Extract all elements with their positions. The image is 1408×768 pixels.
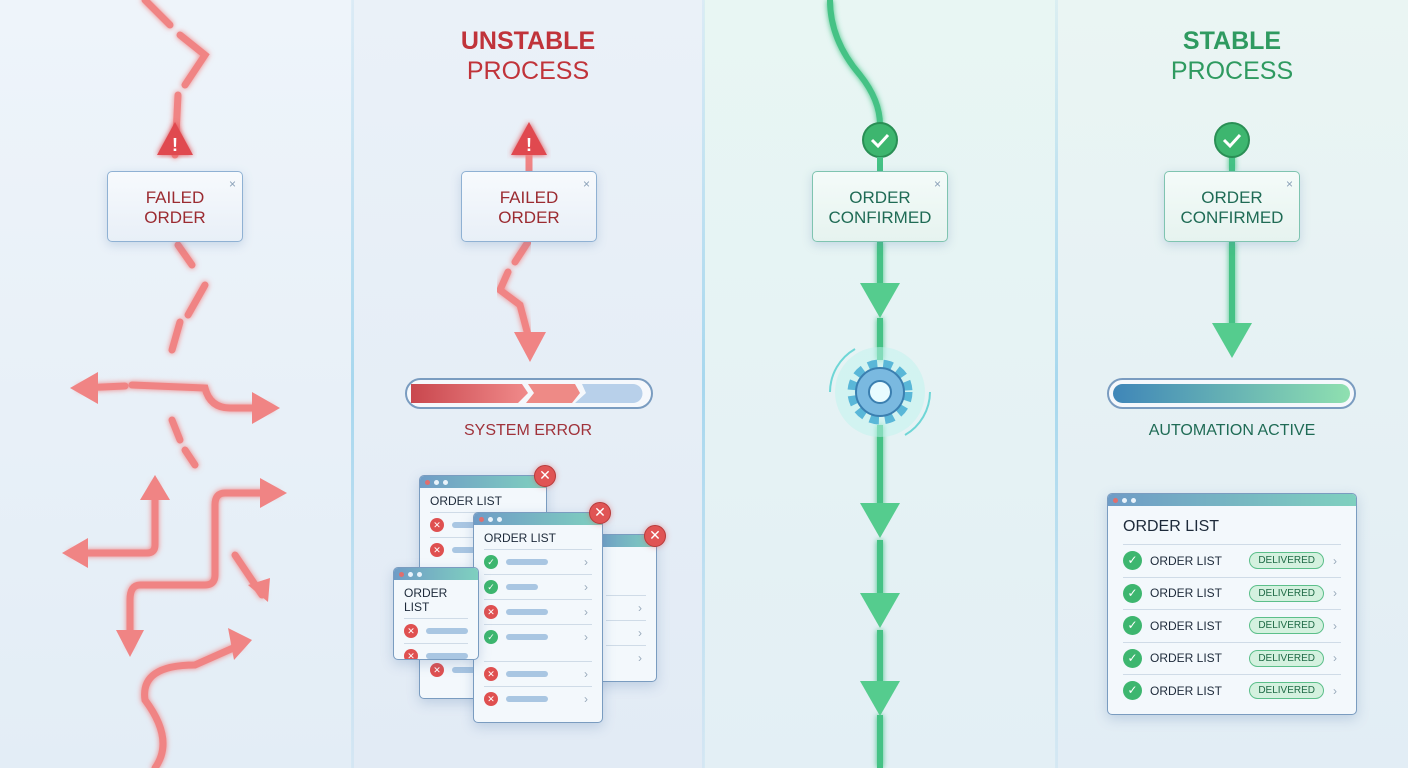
delivered-badge: DELIVERED (1249, 552, 1324, 570)
order-list-window: ORDER LIST ✓› ✓› ✕› ✓› ✕› ✕› (473, 512, 603, 723)
order-label: ORDER LIST (1150, 553, 1223, 568)
order-label: ORDER LIST (1150, 586, 1223, 601)
error-icon: ✕ (430, 543, 444, 557)
order-label: ORDER LIST (1150, 651, 1223, 666)
error-icon: ✕ (484, 692, 498, 706)
check-icon (862, 122, 898, 158)
order-row[interactable]: ✓ ORDER LIST DELIVERED › (1123, 609, 1341, 642)
close-icon[interactable]: × (582, 177, 590, 191)
check-icon: ✓ (484, 630, 498, 644)
divider (351, 0, 354, 768)
order-list-title: ORDER LIST (404, 586, 448, 614)
check-icon: ✓ (484, 555, 498, 569)
error-icon: ✕ (484, 667, 498, 681)
automation-active-label: AUTOMATION ACTIVE (1148, 422, 1316, 439)
order-list-title: ORDER LIST (430, 494, 503, 508)
order-label: ORDER LIST (1150, 618, 1223, 633)
order-row[interactable]: ✓ ORDER LIST DELIVERED › (1123, 544, 1341, 577)
close-error-icon[interactable]: ✕ (534, 465, 556, 487)
svg-text:!: ! (172, 135, 178, 155)
green-arrowheads (860, 283, 1252, 716)
check-icon (1214, 122, 1250, 158)
delivered-badge: DELIVERED (1249, 682, 1324, 700)
error-icon: ✕ (404, 649, 418, 659)
warning-icon: ! (511, 122, 547, 155)
chevron-right-icon[interactable]: › (1333, 683, 1337, 698)
close-icon[interactable]: × (1285, 177, 1293, 191)
check-icon: ✓ (1123, 583, 1142, 603)
warning-icon: ! (157, 122, 193, 155)
delivered-badge: DELIVERED (1249, 649, 1324, 667)
red-arrowheads (62, 372, 287, 660)
delivered-badge: DELIVERED (1249, 584, 1324, 602)
error-icon: ✕ (430, 663, 444, 677)
error-icon: ✕ (430, 518, 444, 532)
check-icon: ✓ (1123, 681, 1142, 701)
chevron-right-icon[interactable]: › (1333, 586, 1337, 601)
check-icon: ✓ (1123, 616, 1142, 636)
order-row[interactable]: ✓ ORDER LIST DELIVERED › (1123, 674, 1341, 707)
svg-text:!: ! (526, 135, 532, 155)
order-row[interactable]: ✓ ORDER LIST DELIVERED › (1123, 576, 1341, 610)
order-label: ORDER LIST (1150, 683, 1223, 698)
chevron-right-icon[interactable]: › (1333, 553, 1337, 568)
chevron-right-icon[interactable]: › (1333, 618, 1337, 633)
broken-progress-bar (405, 378, 653, 409)
error-icon: ✕ (404, 624, 418, 638)
order-list-title: ORDER LIST (1123, 518, 1220, 535)
system-error-label: SYSTEM ERROR (463, 422, 592, 439)
divider (702, 0, 705, 768)
order-list-window: ››› (595, 534, 657, 682)
order-list-window: ORDER LIST ✕ ✕ (393, 567, 479, 660)
close-error-icon[interactable]: ✕ (644, 525, 666, 547)
delivered-badge: DELIVERED (1249, 617, 1324, 635)
check-icon: ✓ (1123, 551, 1142, 571)
check-icon: ✓ (484, 580, 498, 594)
chaotic-red-arrows (68, 0, 279, 768)
order-list-title: ORDER LIST (484, 531, 557, 545)
order-row[interactable]: ✓ ORDER LIST DELIVERED › (1123, 641, 1341, 675)
automation-progress-bar (1107, 378, 1356, 409)
close-error-icon[interactable]: ✕ (589, 502, 611, 524)
order-list-window: ORDER LIST ✓ ORDER LIST DELIVERED › ✓ ORDER L… (1107, 493, 1357, 715)
divider (1055, 0, 1058, 768)
close-icon[interactable]: × (933, 177, 941, 191)
close-icon[interactable]: × (228, 177, 236, 191)
check-icon: ✓ (1123, 648, 1142, 668)
broken-arrow (495, 238, 532, 339)
gear-icon (829, 347, 931, 437)
chevron-right-icon[interactable]: › (1333, 651, 1337, 666)
error-icon: ✕ (484, 605, 498, 619)
